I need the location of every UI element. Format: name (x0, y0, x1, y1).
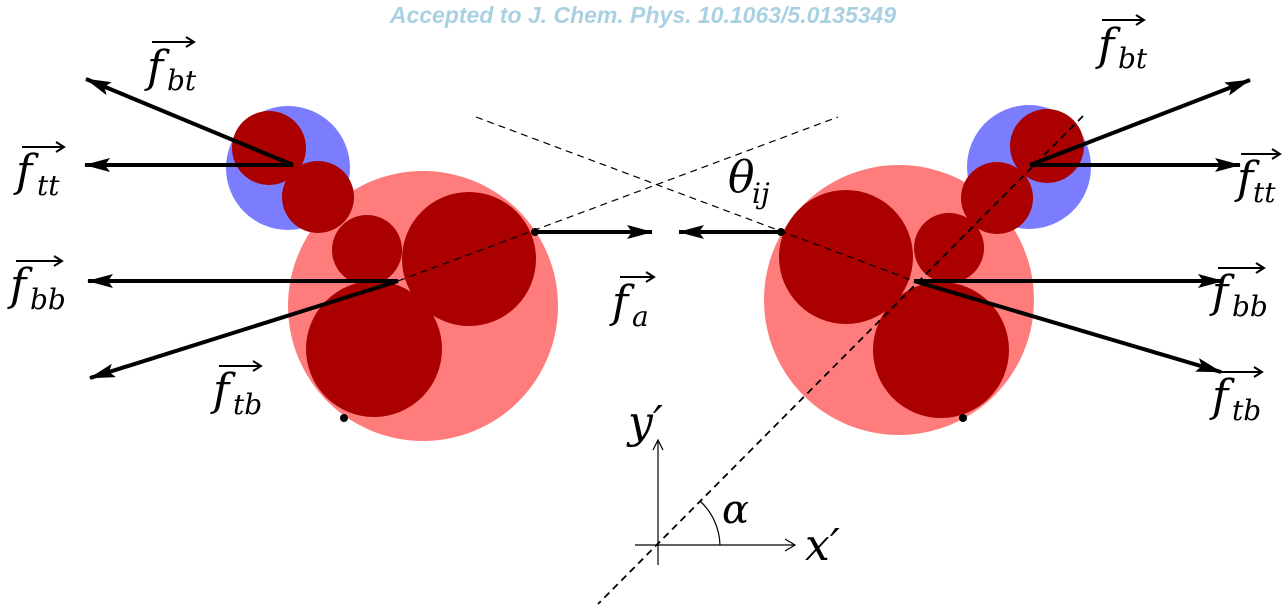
right-inner-bead (961, 162, 1033, 234)
label-f-bb-left: f bb (7, 255, 66, 316)
svg-text:bb: bb (30, 283, 66, 316)
arrow-f-bt-right (1029, 78, 1251, 167)
svg-text:bt: bt (1118, 42, 1148, 75)
left-force-arrows (84, 77, 653, 380)
arrow-f-tb-left (89, 279, 399, 380)
x-axis-head (784, 538, 797, 552)
accepted-header: Accepted to J. Chem. Phys. 10.1063/5.013… (389, 2, 897, 28)
guide-lines (397, 115, 1084, 605)
left-axis-dashed (397, 116, 839, 282)
left-inner-bead (282, 161, 354, 233)
label-y-axis: y′ (626, 397, 663, 448)
left-inner-bead (306, 281, 442, 417)
label-x-axis: x′ (805, 520, 840, 571)
svg-text:tb: tb (233, 388, 262, 421)
label-f-tb-right: f tb (1209, 366, 1264, 427)
svg-text:tb: tb (1232, 394, 1261, 427)
svg-text:bb: bb (1232, 290, 1268, 323)
svg-text:tt: tt (1253, 176, 1276, 209)
label-f-tt-right: f tt (1234, 148, 1282, 209)
labels: f bt f tt f bb f tb (7, 14, 1282, 571)
right-molecule (764, 105, 1091, 435)
label-f-bb-right: f bb (1209, 262, 1268, 323)
left-bottom-dot (340, 414, 348, 422)
left-inner-bead (332, 215, 402, 285)
label-f-a: f a (609, 271, 656, 333)
right-inner-bead (873, 282, 1009, 418)
right-axis-dashed (475, 116, 915, 282)
right-force-arrows (678, 78, 1251, 374)
label-alpha: α (722, 487, 749, 533)
svg-text:f: f (13, 146, 39, 197)
label-f-bt-right: f bt (1095, 14, 1148, 75)
alpha-axis-dashed (597, 115, 1084, 605)
label-f-tt-left: f tt (13, 141, 66, 202)
right-inner-bead (914, 213, 984, 283)
svg-text:ij: ij (752, 177, 770, 210)
svg-text:bt: bt (167, 64, 197, 97)
label-theta-ij: θ ij (728, 152, 770, 210)
left-molecule (226, 106, 558, 441)
label-f-tb-left: f tb (210, 360, 263, 421)
right-bottom-dot (959, 414, 967, 422)
right-inner-bead (779, 190, 913, 324)
arrow-f-bt-left (85, 77, 294, 167)
arrow-f-tb-right (913, 279, 1222, 374)
left-inner-bead (402, 192, 536, 326)
svg-text:a: a (632, 300, 649, 333)
alpha-arc (699, 500, 721, 546)
label-f-bt-left: f bt (144, 36, 197, 97)
y-axis-head (652, 438, 664, 451)
coordinate-axes (635, 438, 797, 565)
svg-text:θ: θ (728, 152, 755, 203)
svg-text:tt: tt (37, 169, 60, 202)
